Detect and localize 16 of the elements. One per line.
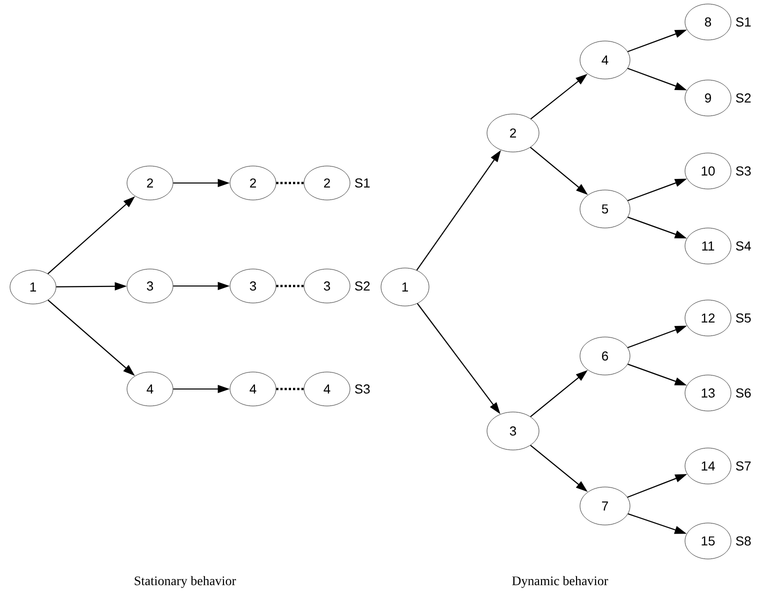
state-label: S3 bbox=[736, 166, 751, 176]
dotted-connector bbox=[276, 388, 304, 390]
state-label: S2 bbox=[355, 281, 370, 291]
state-label: S1 bbox=[355, 178, 370, 188]
state-label: S2 bbox=[736, 93, 751, 103]
dotted-connector bbox=[276, 284, 304, 288]
caption: Dynamic behavior bbox=[512, 576, 608, 588]
state-label: S5 bbox=[736, 313, 751, 323]
state-label: S7 bbox=[736, 461, 751, 471]
state-label: S6 bbox=[736, 388, 751, 398]
state-label: S1 bbox=[736, 17, 751, 27]
state-label: S3 bbox=[355, 384, 370, 394]
caption: Stationary behavior bbox=[134, 576, 236, 588]
state-label: S8 bbox=[736, 536, 751, 546]
dotted-connector bbox=[276, 182, 304, 184]
state-label: S4 bbox=[736, 241, 751, 251]
